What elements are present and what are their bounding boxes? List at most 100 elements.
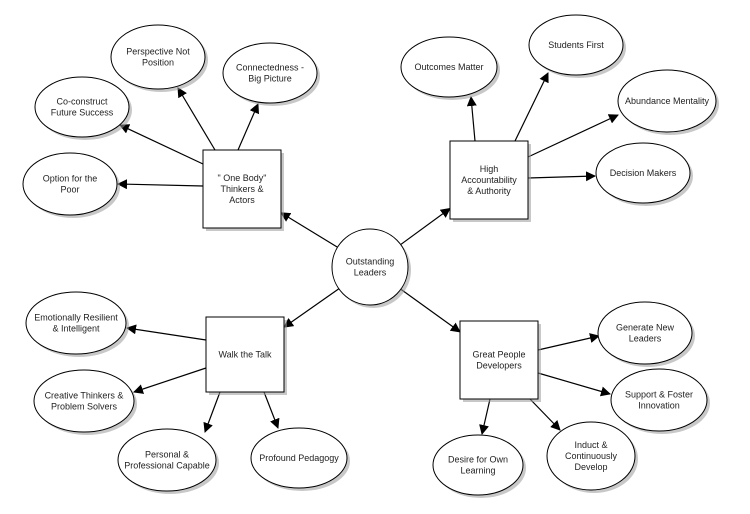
hub-node-accountability-shape: [449, 140, 529, 220]
hub-node-accountability-label-line: High: [480, 164, 499, 174]
center-node-outstanding-leaders-label-line: Leaders: [354, 268, 387, 278]
leaf-node-outcomes: Outcomes Matter: [400, 36, 500, 100]
leaf-node-co-construct-label-line: Future Success: [51, 108, 114, 118]
hub-node-one-body-shape: [202, 149, 282, 229]
leaf-node-connectedness: Connectedness -Big Picture: [222, 42, 320, 106]
arrow-one-body-to-perspective: [177, 87, 216, 151]
leaf-node-personal-label-line: Personal &: [145, 450, 189, 460]
leaf-node-emotionally-label-line: & Intelligent: [52, 324, 100, 334]
arrow-accountability-to-outcomes: [466, 96, 477, 142]
leaf-node-emotionally-label-line: Emotionally Resilient: [34, 313, 118, 323]
leaf-node-outcomes-label-line: Outcomes Matter: [414, 62, 483, 72]
leaf-node-pedagogy: Profound Pedagogy: [250, 427, 350, 491]
leaf-node-generate-label-line: Generate New: [616, 323, 675, 333]
leaf-node-creative-label-line: Problem Solvers: [51, 402, 118, 412]
center-node-outstanding-leaders-shape: [331, 228, 409, 306]
hub-node-one-body-label-line: " One Body": [218, 173, 267, 183]
leaf-node-outcomes-shape: [400, 36, 498, 98]
connector-arrows: [117, 72, 619, 435]
arrow-people-developers-to-generate: [537, 333, 600, 351]
leaf-node-connectedness-label-line: Connectedness -: [236, 63, 304, 73]
leaf-node-generate-label-line: Leaders: [629, 334, 662, 344]
leaf-node-induct-label-line: Induct &: [574, 440, 607, 450]
arrow-walk-talk-to-pedagogy: [263, 391, 280, 429]
leaf-node-support-label-line: Innovation: [638, 401, 680, 411]
arrow-walk-talk-to-emotionally: [126, 324, 207, 341]
arrow-accountability-to-abundance: [527, 114, 619, 158]
hub-node-people-developers-label-line: Great People: [472, 350, 525, 360]
leaf-node-decision-makers-shape: [595, 142, 691, 204]
leaf-node-creative-shape: [33, 369, 135, 433]
hub-node-one-body-label-line: Actors: [229, 195, 255, 205]
leaf-node-option-poor-shape: [22, 152, 118, 216]
leaf-node-co-construct-shape: [34, 76, 130, 138]
center-node-outstanding-leaders-label-line: Outstanding: [346, 257, 395, 267]
leaf-node-personal-shape: [117, 428, 217, 492]
arrow-people-developers-to-support: [537, 372, 611, 397]
leaf-node-abundance: Abundance Mentality: [617, 69, 719, 135]
leaf-node-abundance-label-line: Abundance Mentality: [625, 96, 710, 106]
arrow-one-body-to-option-poor: [117, 179, 204, 190]
leaf-node-students-first-shape: [528, 14, 624, 76]
leaf-node-pedagogy-shape: [250, 427, 348, 489]
leaf-node-option-poor-label-line: Poor: [60, 185, 79, 195]
leaf-node-perspective-shape: [110, 24, 206, 90]
leaf-node-induct-shape: [546, 421, 636, 491]
leaf-node-creative: Creative Thinkers &Problem Solvers: [33, 369, 137, 435]
arrow-walk-talk-to-creative: [133, 367, 207, 394]
arrow-one-body-to-co-construct: [119, 124, 204, 165]
leaf-node-induct-label-line: Continuously: [565, 451, 618, 461]
leaf-node-connectedness-shape: [222, 42, 318, 104]
leaf-node-perspective-label-line: Perspective Not: [126, 47, 190, 57]
leaf-node-pedagogy-label-line: Profound Pedagogy: [259, 453, 339, 463]
leaf-node-desire-label-line: Desire for Own: [448, 455, 508, 465]
arrow-center-to-one-body: [280, 212, 338, 248]
arrow-center-to-accountability: [400, 207, 451, 246]
leaf-node-personal-label-line: Professional Capable: [124, 461, 210, 471]
leaf-node-personal: Personal &Professional Capable: [117, 428, 219, 494]
arrow-center-to-walk-talk: [283, 288, 340, 328]
leaf-node-emotionally: Emotionally Resilient& Intelligent: [25, 291, 129, 357]
hub-node-walk-talk-shape: [205, 316, 285, 393]
hub-node-people-developers-shape: [459, 320, 539, 400]
leaf-node-option-poor-label-line: Option for the: [43, 174, 98, 184]
leaf-node-induct-label-line: Develop: [574, 462, 607, 472]
leaf-node-desire-label-line: Learning: [460, 466, 495, 476]
leaf-node-emotionally-shape: [25, 291, 127, 355]
arrow-center-to-people-developers: [400, 288, 461, 333]
leaf-node-generate-shape: [597, 301, 693, 365]
hub-node-one-body-label-line: Thinkers &: [220, 184, 263, 194]
leaf-node-students-first: Students First: [528, 14, 626, 78]
hub-node-walk-talk: Walk the Talk: [205, 316, 287, 395]
leaf-node-co-construct-label-line: Co-construct: [56, 97, 108, 107]
leaf-node-decision-makers-label-line: Decision Makers: [610, 168, 677, 178]
arrow-people-developers-to-desire: [479, 398, 491, 435]
leaf-node-students-first-label-line: Students First: [548, 40, 604, 50]
hub-node-accountability-label-line: Accountability: [461, 175, 517, 185]
leaf-node-desire-shape: [432, 434, 524, 496]
leaf-node-perspective-label-line: Position: [142, 58, 174, 68]
hub-node-accountability-label-line: & Authority: [467, 186, 511, 196]
arrow-walk-talk-to-personal: [203, 391, 221, 433]
leaf-node-support-label-line: Support & Foster: [625, 390, 693, 400]
leaf-node-decision-makers: Decision Makers: [595, 142, 693, 206]
arrow-people-developers-to-induct: [529, 398, 561, 431]
hub-node-walk-talk-label-line: Walk the Talk: [218, 350, 272, 360]
leaf-node-connectedness-label-line: Big Picture: [248, 74, 292, 84]
leaf-node-abundance-shape: [617, 69, 717, 133]
arrow-one-body-to-connectedness: [237, 103, 259, 151]
arrow-accountability-to-decision-makers: [527, 171, 596, 182]
hub-node-one-body: " One Body"Thinkers &Actors: [202, 149, 284, 231]
leaf-node-creative-label-line: Creative Thinkers &: [45, 391, 124, 401]
